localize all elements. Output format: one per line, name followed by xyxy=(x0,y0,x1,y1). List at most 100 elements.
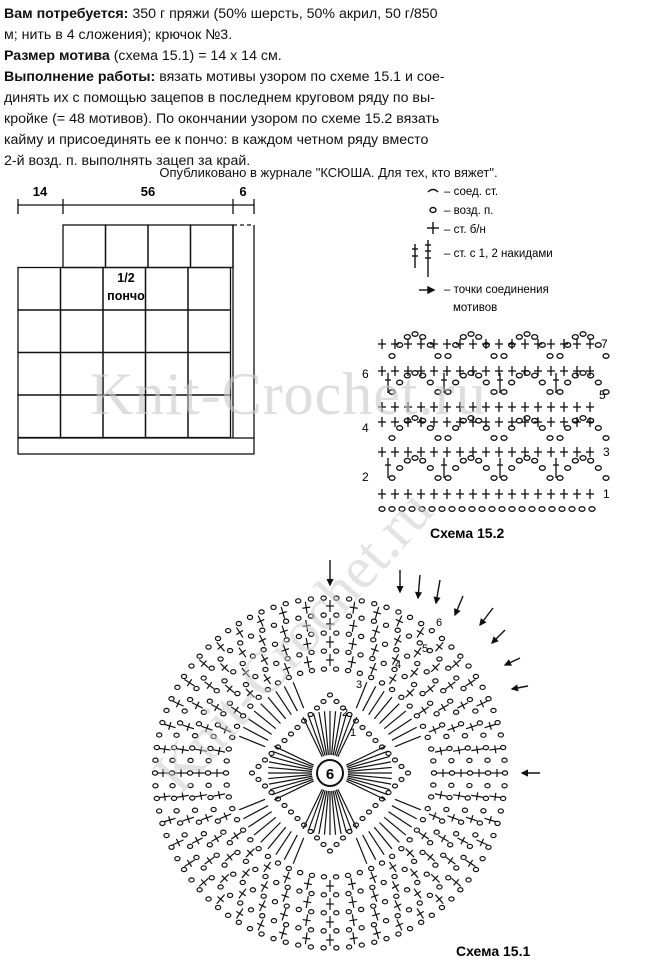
chain-stitch-icon xyxy=(479,684,486,691)
chain-stitch-icon xyxy=(332,874,340,880)
chain-stitch-icon xyxy=(457,819,465,825)
chain-stitch-icon xyxy=(410,681,418,688)
chain-stitch-icon xyxy=(531,372,539,379)
chain-stitch-icon xyxy=(332,666,340,672)
motif-cell xyxy=(189,224,234,269)
chain-stitch-icon xyxy=(370,637,377,643)
double-crochet-icon xyxy=(379,703,400,724)
chain-stitch-icon xyxy=(264,853,272,860)
chain-stitch-icon xyxy=(221,862,228,868)
double-crochet-icon xyxy=(275,690,292,715)
chain-stitch-icon xyxy=(259,913,266,919)
double-crochet-icon xyxy=(391,805,417,820)
published-note: Опубликовано в журнале "КСЮША. Для тех, … xyxy=(159,165,498,180)
chain-stitch-icon xyxy=(515,417,523,424)
single-crochet-icon xyxy=(279,629,288,634)
row-label-2: 2 xyxy=(362,470,369,484)
single-crochet-icon xyxy=(281,647,290,652)
double-crochet-icon xyxy=(253,710,277,730)
chain-stitch-icon xyxy=(423,871,430,877)
chain-stitch-icon xyxy=(546,435,554,441)
chain-stitch-icon xyxy=(234,690,241,697)
chain-stitch-icon xyxy=(168,844,175,850)
row-label-7: 7 xyxy=(601,337,608,351)
motif-cell xyxy=(144,266,189,311)
single-crochet-icon xyxy=(406,689,414,697)
double-crochet-icon xyxy=(275,831,292,856)
chain-stitch-icon xyxy=(571,372,579,379)
chain-stitch-icon xyxy=(296,670,304,677)
chain-stitch-icon xyxy=(205,896,212,902)
needs-line1: 350 г пряжи (50% шерсть, 50% акрил, 50 г… xyxy=(128,6,438,22)
double-crochet-icon xyxy=(268,766,313,772)
double-crochet-icon xyxy=(332,790,342,835)
chain-stitch-icon xyxy=(258,931,265,937)
chain-stitch-icon xyxy=(472,832,479,838)
chain-stitch-icon xyxy=(476,820,484,826)
chain-stitch-icon xyxy=(261,783,269,789)
chain-stitch-icon xyxy=(170,795,178,802)
chain-stitch-icon xyxy=(196,653,203,659)
chain-stitch-icon xyxy=(515,457,523,464)
chain-stitch-icon xyxy=(419,417,427,424)
chain-stitch-icon xyxy=(295,925,302,931)
chain-stitch-icon xyxy=(333,630,340,636)
chain-stitch-icon xyxy=(388,353,396,359)
single-crochet-icon xyxy=(206,681,213,690)
chain-stitch-icon xyxy=(546,353,554,359)
single-crochet-icon xyxy=(373,931,382,935)
round-label-6: 6 xyxy=(436,617,442,629)
chain-stitch-icon xyxy=(193,854,200,861)
chain-stitch-icon xyxy=(345,944,353,950)
chain-stitch-icon xyxy=(307,711,314,718)
row-label-6: 6 xyxy=(362,367,369,381)
chain-stitch-icon xyxy=(237,640,244,646)
chain-stitch-icon xyxy=(385,750,392,757)
double-crochet-icon xyxy=(335,789,353,832)
chain-stitch-icon xyxy=(406,614,414,621)
row-label-4: 4 xyxy=(362,421,369,435)
chain-stitch-icon xyxy=(515,333,523,340)
double-crochet-icon xyxy=(334,713,348,756)
chain-stitch-icon xyxy=(523,455,531,461)
chain-stitch-icon xyxy=(284,655,291,662)
chain-stitch-icon xyxy=(485,696,492,702)
chain-stitch-icon xyxy=(247,837,254,843)
chain-stitch-icon xyxy=(411,370,419,376)
chain-stitch-icon xyxy=(186,770,194,776)
chain-stitch-icon xyxy=(430,770,438,776)
chain-stitch-icon xyxy=(523,415,531,421)
chain-stitch-icon xyxy=(419,816,427,823)
single-crochet-icon xyxy=(256,618,265,624)
chain-stitch-icon xyxy=(419,849,426,856)
single-crochet-icon xyxy=(186,859,193,867)
chain-stitch-icon xyxy=(398,845,405,852)
chain-stitch-icon xyxy=(225,794,233,800)
single-crochet-icon xyxy=(427,222,439,234)
chain-stitch-icon xyxy=(556,389,564,395)
chain-stitch-icon xyxy=(457,721,465,727)
chain-stitch-icon xyxy=(230,669,237,675)
double-crochet-icon xyxy=(312,713,326,756)
chain-stitch-icon xyxy=(270,935,277,942)
single-crochet-icon xyxy=(278,931,287,935)
work-line1: вязать мотивы узором по схеме 15.1 и сое… xyxy=(155,69,445,85)
chain-stitch-icon xyxy=(226,700,234,707)
chain-stitch-icon xyxy=(313,705,321,711)
center-ring xyxy=(316,759,344,787)
chain-stitch-icon xyxy=(221,678,228,684)
chain-stitch-icon xyxy=(168,770,176,776)
chain-stitch-icon xyxy=(497,732,505,738)
chain-stitch-icon xyxy=(432,862,439,868)
double-crochet-icon xyxy=(283,834,298,860)
single-crochet-icon xyxy=(479,838,485,847)
chain-stitch-icon xyxy=(426,465,434,471)
double-crochet-icon xyxy=(347,761,392,771)
chain-stitch-icon xyxy=(440,852,447,858)
chain-stitch-icon xyxy=(308,890,315,897)
double-crochet-icon xyxy=(318,711,328,756)
chain-stitch-icon xyxy=(294,815,301,822)
chain-stitch-icon xyxy=(295,633,303,640)
chain-stitch-icon xyxy=(195,721,203,727)
chain-stitch-icon xyxy=(308,667,316,674)
